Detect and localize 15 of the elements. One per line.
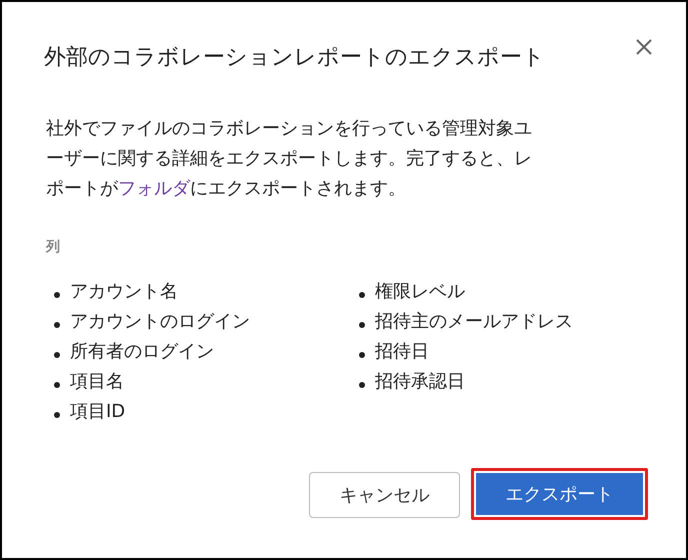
dialog-title: 外部のコラボレーションレポートのエクスポート bbox=[44, 44, 545, 72]
export-button: エクスポート bbox=[471, 468, 648, 520]
list-item: アカウント名 bbox=[70, 280, 178, 303]
list-item: 項目ID bbox=[70, 400, 126, 423]
cancel-button: キャンセル bbox=[309, 472, 460, 518]
list-item: 権限レベル bbox=[375, 280, 465, 303]
list-item: アカウントのログイン bbox=[70, 310, 250, 333]
list-item: 招待承認日 bbox=[375, 370, 465, 393]
list-item: 招待日 bbox=[375, 340, 429, 363]
description-text: 社外でファイルのコラボレーションを行っている管理対象ユーザーに関する詳細をエクスポートします。完了すると、レポートがフォルダにエクスポートされます。 bbox=[46, 117, 533, 201]
folder-link: フォルダ bbox=[118, 178, 190, 199]
column-heading: 列 bbox=[46, 238, 60, 256]
list-item: 所有者のログイン bbox=[70, 340, 214, 363]
list-item: 招待主のメールアドレス bbox=[375, 310, 573, 333]
list-item: 項目名 bbox=[70, 370, 124, 393]
